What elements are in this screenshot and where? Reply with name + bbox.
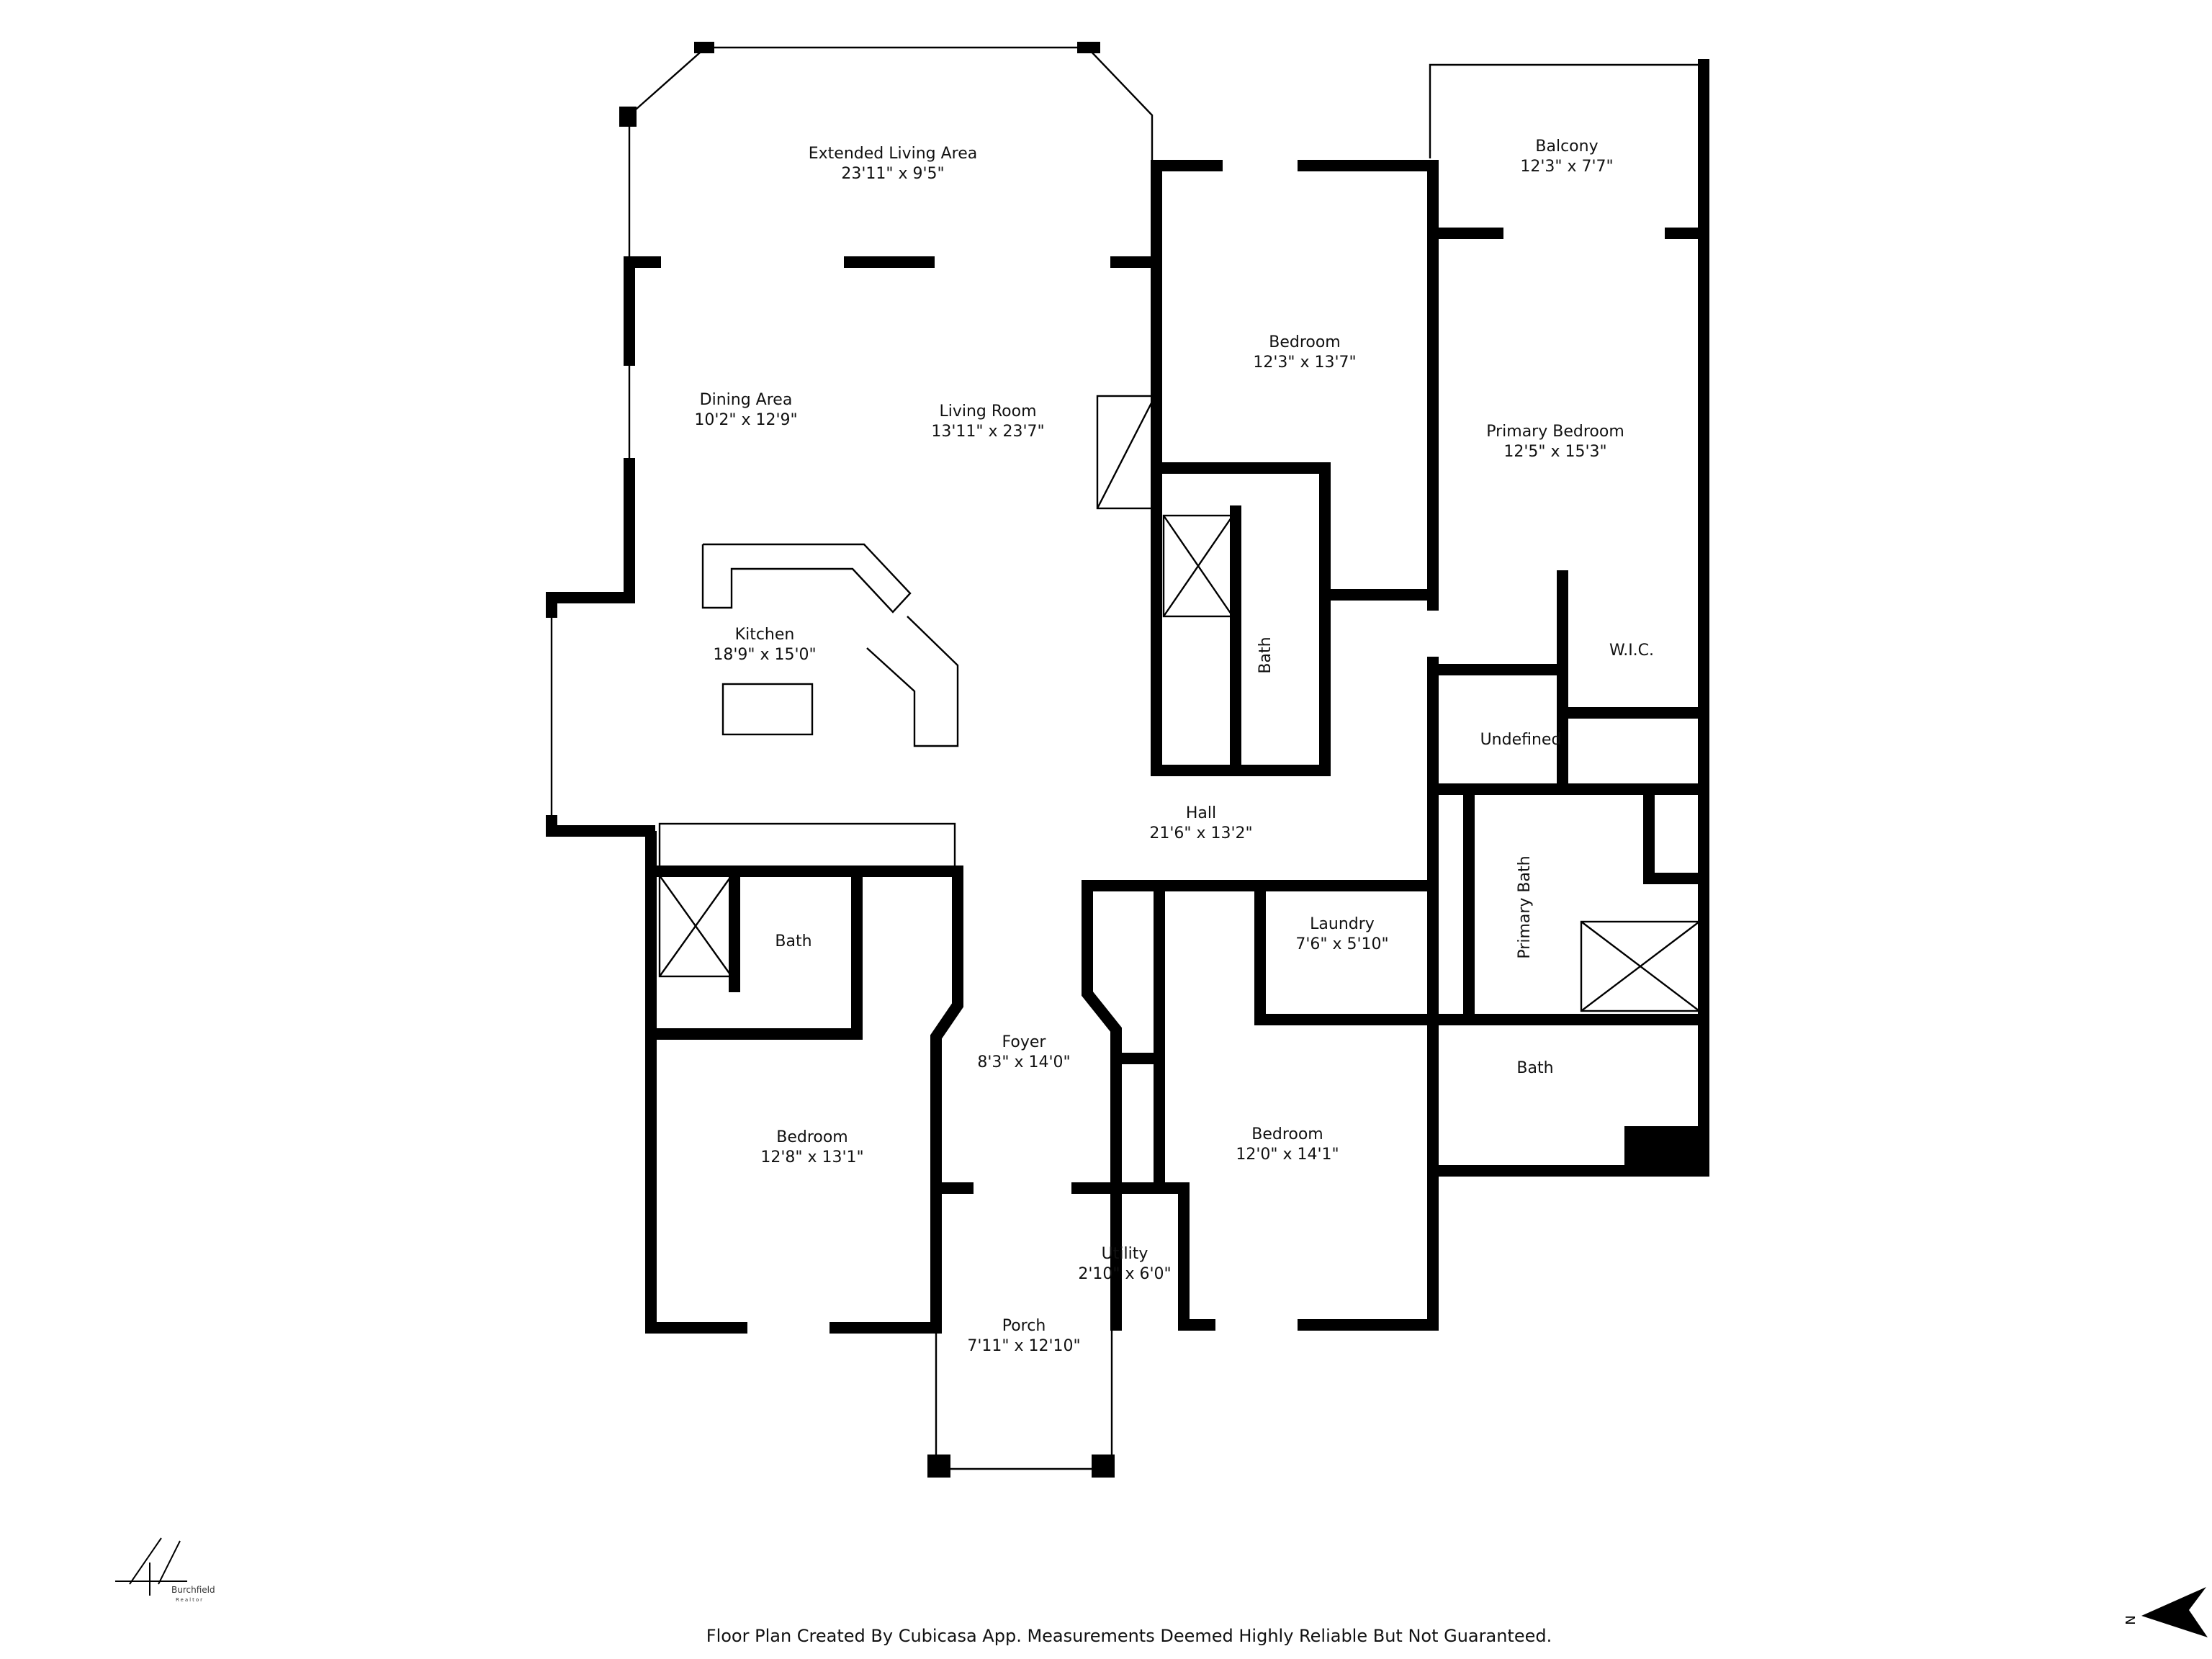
room-name: Dining Area — [700, 391, 793, 409]
room-size: 12'3" x 7'7" — [1520, 158, 1613, 176]
room-size: 7'11" x 12'10" — [967, 1337, 1080, 1355]
room-size: 18'9" x 15'0" — [713, 646, 816, 664]
room-size: 12'0" x 14'1" — [1236, 1146, 1339, 1164]
room-size: 8'3" x 14'0" — [977, 1053, 1070, 1071]
room-name: Laundry — [1310, 915, 1375, 933]
room-size: 2'10" x 6'0" — [1078, 1265, 1171, 1283]
room-name: Balcony — [1535, 138, 1598, 156]
room-name: Foyer — [1002, 1033, 1047, 1051]
room-size: 7'6" x 5'10" — [1295, 935, 1388, 953]
room-labels: Extended Living Area 23'11" x 9'5" Balcon… — [694, 138, 1654, 1355]
realtor-logo: Burchfield Realtor — [115, 1537, 215, 1603]
room-name: W.I.C. — [1609, 642, 1654, 660]
room-name: Utility — [1102, 1245, 1148, 1263]
room-name: Bedroom — [776, 1128, 848, 1146]
room-name: Bath — [775, 932, 811, 950]
footer-disclaimer: Floor Plan Created By Cubicasa App. Meas… — [706, 1626, 1552, 1646]
room-name: Bath — [1516, 1059, 1553, 1077]
room-name: Bedroom — [1251, 1125, 1323, 1143]
room-name: Bath — [1256, 637, 1274, 673]
room-size: 13'11" x 23'7" — [931, 423, 1044, 441]
room-name: Kitchen — [735, 626, 795, 644]
room-name: Bedroom — [1269, 333, 1341, 351]
room-name: Hall — [1186, 804, 1216, 822]
logo-title: Realtor — [176, 1597, 204, 1603]
room-size: 21'6" x 13'2" — [1149, 824, 1252, 842]
room-name: Porch — [1002, 1317, 1046, 1335]
room-size: 12'3" x 13'7" — [1253, 354, 1356, 372]
room-name: Primary Bath — [1516, 855, 1534, 958]
walls — [546, 42, 1709, 1478]
room-name: Primary Bedroom — [1486, 423, 1624, 441]
room-size: 23'11" x 9'5" — [841, 165, 944, 183]
north-arrow-icon: N — [2122, 1587, 2208, 1637]
room-name: Living Room — [939, 403, 1036, 421]
room-size: 10'2" x 12'9" — [694, 411, 797, 429]
room-size: 12'5" x 15'3" — [1503, 443, 1606, 461]
north-label: N — [2122, 1615, 2137, 1624]
room-name: Undefined — [1480, 731, 1562, 749]
room-size: 12'8" x 13'1" — [760, 1148, 863, 1166]
room-name: Extended Living Area — [809, 145, 978, 163]
logo-name: Burchfield — [171, 1585, 215, 1595]
